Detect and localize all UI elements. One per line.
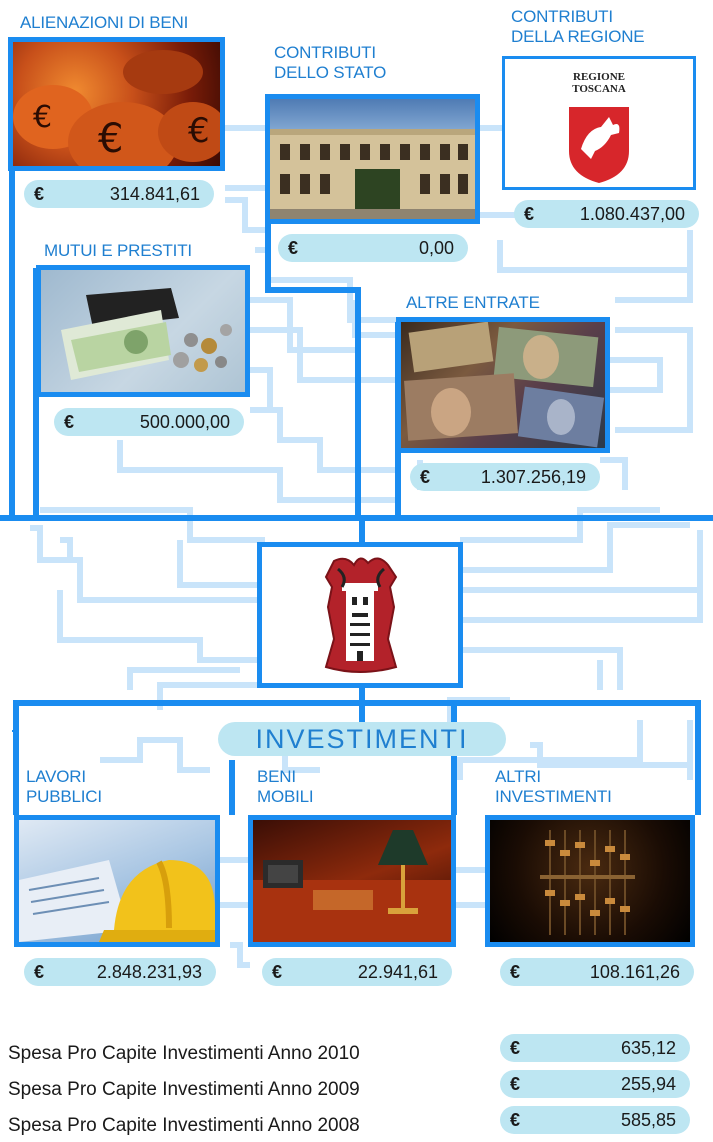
- amount-altri-investimenti: € 108.161,26: [500, 958, 694, 986]
- label-line: PUBBLICI: [26, 787, 102, 806]
- pegasus-shield-icon: [569, 107, 629, 183]
- pro-capite-amount-2009: € 255,94: [500, 1070, 690, 1098]
- amount-value: 0,00: [418, 238, 454, 258]
- label-altri-investimenti: ALTRI INVESTIMENTI: [495, 767, 612, 807]
- label-alienazioni-di-beni: ALIENAZIONI DI BENI: [20, 13, 189, 32]
- label-altre-entrate: ALTRE ENTRATE: [406, 293, 540, 312]
- amount-value: 22.941,61: [357, 962, 438, 982]
- label-contributi-regione: CONTRIBUTI DELLA REGIONE: [511, 7, 645, 47]
- amount-value: 1.080.437,00: [579, 204, 685, 224]
- office-desk-icon: [253, 830, 451, 942]
- svg-text:€: €: [33, 100, 52, 135]
- label-line: ALTRI: [495, 767, 541, 786]
- pro-capite-amount-2008: € 585,85: [500, 1106, 690, 1134]
- pro-capite-amount-2010: € 635,12: [500, 1034, 690, 1062]
- image-mutui-e-prestiti: [36, 265, 250, 397]
- municipal-emblem: [257, 542, 463, 688]
- amount-value: 1.307.256,19: [480, 467, 586, 487]
- label-line: DELLA REGIONE: [511, 27, 645, 46]
- pro-capite-label-2010: Spesa Pro Capite Investimenti Anno 2010: [8, 1043, 360, 1064]
- euro-icon: €: [524, 204, 535, 224]
- regione-toscana-wordmark: REGIONE TOSCANA: [505, 71, 693, 95]
- amount-mutui-e-prestiti: € 500.000,00: [54, 408, 244, 436]
- label-line: MOBILI: [257, 787, 314, 806]
- svg-text:€: €: [188, 111, 210, 151]
- investimenti-title: INVESTIMENTI: [255, 724, 469, 754]
- amount-contributi-stato: € 0,00: [278, 234, 468, 262]
- amount-value: 314.841,61: [109, 184, 200, 204]
- label-lavori-pubblici: LAVORI PUBBLICI: [26, 767, 102, 807]
- amount-contributi-regione: € 1.080.437,00: [514, 200, 699, 228]
- palazzo-building-icon: [270, 129, 475, 219]
- amount-alienazioni: € 314.841,61: [24, 180, 214, 208]
- foreign-banknotes-icon: [404, 322, 605, 448]
- image-regione-toscana-logo: REGIONE TOSCANA: [502, 56, 696, 190]
- label-line: LAVORI: [26, 767, 86, 786]
- image-contributi-stato: [265, 94, 480, 224]
- logo-text: TOSCANA: [572, 83, 626, 95]
- euro-money-bags-icon: € € €: [13, 50, 220, 166]
- label-line: CONTRIBUTI: [511, 7, 613, 26]
- coat-of-arms-icon: [324, 557, 398, 673]
- euro-icon: €: [510, 1110, 521, 1130]
- euro-icon: €: [288, 238, 299, 258]
- svg-text:€: €: [98, 116, 123, 162]
- euro-icon: €: [420, 467, 431, 487]
- image-alienazioni-di-beni: € € €: [8, 37, 225, 171]
- euro-icon: €: [510, 1038, 521, 1058]
- amount-value: 500.000,00: [139, 412, 230, 432]
- amount-beni-mobili: € 22.941,61: [262, 958, 452, 986]
- image-altre-entrate: [396, 317, 610, 453]
- euro-icon: €: [34, 962, 45, 982]
- label-contributi-stato: CONTRIBUTI DELLO STATO: [274, 43, 386, 83]
- pro-capite-label-2008: Spesa Pro Capite Investimenti Anno 2008: [8, 1115, 360, 1136]
- label-line: DELLO STATO: [274, 63, 387, 82]
- amount-value: 2.848.231,93: [96, 962, 202, 982]
- euro-icon: €: [272, 962, 283, 982]
- amount-altre-entrate: € 1.307.256,19: [410, 463, 600, 491]
- image-lavori-pubblici: [14, 815, 220, 947]
- label-mutui-e-prestiti: MUTUI E PRESTITI: [44, 241, 192, 260]
- label-line: CONTRIBUTI: [274, 43, 376, 62]
- wallet-banknotes-icon: [61, 288, 232, 380]
- logo-text: REGIONE: [573, 71, 625, 83]
- abacus-icon: [540, 830, 635, 935]
- label-beni-mobili: BENI MOBILI: [257, 767, 314, 807]
- amount-value: 108.161,26: [589, 962, 680, 982]
- investimenti-title-pill: INVESTIMENTI: [218, 722, 506, 756]
- euro-icon: €: [64, 412, 75, 432]
- image-beni-mobili: [248, 815, 456, 947]
- euro-icon: €: [510, 962, 521, 982]
- hard-hat-blueprint-icon: [19, 860, 215, 942]
- euro-icon: €: [34, 184, 45, 204]
- label-line: INVESTIMENTI: [495, 787, 612, 806]
- image-altri-investimenti: [485, 815, 695, 947]
- label-line: BENI: [257, 767, 296, 786]
- amount-value: 255,94: [620, 1074, 676, 1094]
- amount-value: 585,85: [620, 1110, 676, 1130]
- amount-lavori-pubblici: € 2.848.231,93: [24, 958, 216, 986]
- pro-capite-label-2009: Spesa Pro Capite Investimenti Anno 2009: [8, 1079, 360, 1100]
- amount-value: 635,12: [620, 1038, 676, 1058]
- euro-icon: €: [510, 1074, 521, 1094]
